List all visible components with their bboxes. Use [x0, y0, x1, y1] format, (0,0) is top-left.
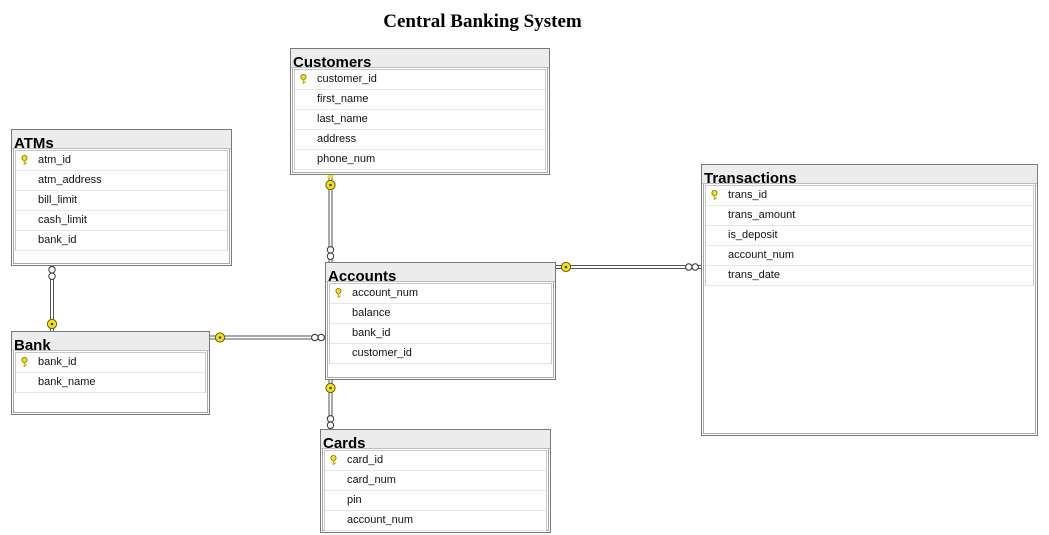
link-bank-accounts	[210, 332, 326, 343]
table-accounts[interactable]: Accounts account_num balance bank_id cus…	[325, 262, 556, 380]
column-row[interactable]: account_num	[706, 246, 1033, 266]
column-row[interactable]: last_name	[295, 110, 545, 130]
column-name: bank_id	[352, 327, 391, 339]
link-customers-accounts	[325, 175, 336, 262]
column-row[interactable]: account_num	[325, 511, 546, 531]
column-row[interactable]: atm_address	[16, 171, 227, 191]
primary-key-icon	[21, 357, 28, 367]
column-list: bank_id bank_name	[15, 352, 206, 393]
table-customers[interactable]: Customers customer_id first_name last_na…	[290, 48, 550, 175]
column-list: customer_id first_name last_name address…	[294, 69, 546, 170]
table-title: Transactions	[702, 165, 1037, 187]
column-name: account_num	[728, 249, 795, 261]
column-name: card_id	[347, 454, 384, 466]
column-list: trans_id trans_amount is_deposit account…	[705, 185, 1034, 286]
column-row[interactable]: bank_id	[330, 324, 551, 344]
column-row[interactable]: bill_limit	[16, 191, 227, 211]
table-title: ATMs	[12, 130, 231, 152]
column-list: atm_id atm_address bill_limit cash_limit…	[15, 150, 228, 251]
many-end-infinity-icon	[685, 263, 699, 271]
column-name: trans_amount	[728, 209, 796, 221]
column-name: address	[317, 133, 357, 145]
column-name: bill_limit	[38, 194, 78, 206]
table-title: Accounts	[326, 263, 555, 285]
one-end-key-icon	[325, 382, 336, 394]
table-bank[interactable]: Bank bank_id bank_name	[11, 331, 210, 415]
table-title: Bank	[12, 332, 209, 354]
link-accounts-transactions	[556, 261, 701, 273]
primary-key-icon	[711, 190, 718, 200]
primary-key-icon	[300, 74, 307, 84]
table-transactions[interactable]: Transactions trans_id trans_amount is_de…	[701, 164, 1038, 436]
column-row[interactable]: phone_num	[295, 150, 545, 170]
column-name: account_num	[347, 514, 414, 526]
many-end-infinity-icon	[311, 333, 325, 342]
column-name: trans_id	[728, 189, 768, 201]
column-name: atm_id	[38, 154, 72, 166]
many-end-infinity-icon	[326, 246, 335, 260]
link-accounts-cards	[325, 380, 336, 430]
column-row[interactable]: pin	[325, 491, 546, 511]
one-end-key-icon	[325, 179, 336, 191]
column-name: first_name	[317, 93, 369, 105]
column-name: phone_num	[317, 153, 376, 165]
column-row[interactable]: balance	[330, 304, 551, 324]
column-list: account_num balance bank_id customer_id	[329, 283, 552, 364]
table-title: Cards	[321, 430, 550, 452]
column-row[interactable]: is_deposit	[706, 226, 1033, 246]
column-name: balance	[352, 307, 391, 319]
column-name: last_name	[317, 113, 368, 125]
column-row[interactable]: address	[295, 130, 545, 150]
column-row[interactable]: trans_date	[706, 266, 1033, 286]
column-name: customer_id	[317, 73, 377, 85]
column-row[interactable]: bank_id	[16, 231, 227, 251]
column-name: atm_address	[38, 174, 102, 186]
one-end-key-icon	[214, 332, 226, 343]
column-row[interactable]: trans_id	[706, 186, 1033, 206]
column-row[interactable]: cash_limit	[16, 211, 227, 231]
column-name: is_deposit	[728, 229, 778, 241]
primary-key-icon	[330, 455, 337, 465]
table-cards[interactable]: Cards card_id card_num pin account_num	[320, 429, 551, 533]
table-atms[interactable]: ATMs atm_id atm_address bill_limit cash_…	[11, 129, 232, 266]
many-end-infinity-icon	[326, 415, 335, 429]
primary-key-icon	[21, 155, 28, 165]
column-name: bank_id	[38, 356, 77, 368]
column-name: bank_name	[38, 376, 96, 388]
many-end-infinity-icon	[48, 266, 56, 280]
column-name: bank_id	[38, 234, 77, 246]
column-name: cash_limit	[38, 214, 87, 226]
column-row[interactable]: card_num	[325, 471, 546, 491]
column-row[interactable]: bank_name	[16, 373, 205, 393]
column-name: account_num	[352, 287, 419, 299]
column-name: pin	[347, 494, 362, 506]
column-row[interactable]: customer_id	[330, 344, 551, 364]
column-name: trans_date	[728, 269, 780, 281]
link-bank-atms	[46, 265, 58, 331]
primary-key-icon	[335, 288, 342, 298]
column-row[interactable]: atm_id	[16, 151, 227, 171]
table-title: Customers	[291, 49, 549, 71]
column-list: card_id card_num pin account_num	[324, 450, 547, 531]
column-row[interactable]: customer_id	[295, 70, 545, 90]
one-end-key-icon	[46, 318, 58, 330]
column-row[interactable]: bank_id	[16, 353, 205, 373]
column-name: card_num	[347, 474, 396, 486]
diagram-title: Central Banking System	[383, 11, 582, 32]
column-row[interactable]: card_id	[325, 451, 546, 471]
one-end-key-icon	[560, 261, 572, 273]
column-row[interactable]: trans_amount	[706, 206, 1033, 226]
column-row[interactable]: first_name	[295, 90, 545, 110]
column-name: customer_id	[352, 347, 412, 359]
column-row[interactable]: account_num	[330, 284, 551, 304]
